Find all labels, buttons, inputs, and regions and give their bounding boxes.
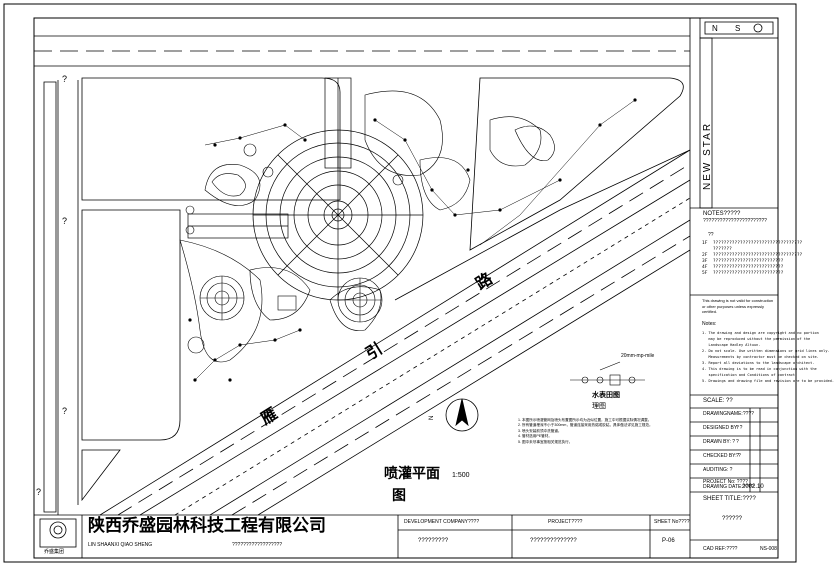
notes2-item: Landscape Hadley Altuun. bbox=[702, 343, 761, 347]
notes-item: 3F ?????????????????????????? bbox=[702, 259, 784, 264]
development-label: DEVELOPMENT COMPANY???? bbox=[404, 519, 480, 525]
notes-item: 2F ????????????????????????????????? bbox=[702, 253, 803, 258]
row-value-designed: ? bbox=[736, 425, 739, 431]
row-label-checked: CHECKED BY: ? bbox=[703, 453, 741, 459]
legend-box bbox=[277, 295, 297, 311]
sheet-title-value: ?????? bbox=[722, 516, 743, 522]
logo-text: NEW STAR bbox=[702, 122, 713, 190]
outer-frame bbox=[3, 3, 797, 563]
project-value: ?????????????? bbox=[530, 538, 577, 544]
svg-text:?: ? bbox=[62, 74, 67, 84]
legend-note: 4. 管材选用PE管材。 bbox=[518, 434, 552, 439]
detail-tag: 20mm-mp-mile bbox=[621, 353, 655, 359]
legend-note: 2. 所有管道埋深不小于300mm，管道连接采用热熔或胶粘，具体做法详见施工规范… bbox=[518, 423, 653, 428]
company-name-en2: ?????????????????? bbox=[232, 542, 283, 548]
notes2-list: 1. The drawing and design are copyright … bbox=[702, 330, 834, 384]
legend-notes: 1. 本图所示喷灌管网及喷头布置图所示均为近似位置，施工中可根据实际情况调整。 … bbox=[518, 418, 688, 445]
logo-caption: 乔盛集团 bbox=[44, 549, 65, 555]
company-seal bbox=[39, 518, 77, 548]
notes-header: NOTES????? bbox=[703, 211, 741, 217]
ns-logo-mark: N S bbox=[704, 21, 774, 35]
company-name-cn: 陕西乔盛园林科技工程有限公司 bbox=[88, 516, 326, 536]
cad-ref-value: NS-008 bbox=[760, 546, 777, 552]
planting-beds bbox=[179, 90, 555, 363]
notes-item: 4F ?????????????????????????? bbox=[702, 265, 784, 270]
validity-statement: This drawing is not valid for constructi… bbox=[702, 298, 774, 314]
cad-ref: CAD REF:???? bbox=[703, 546, 738, 552]
detail-title: 水表田图 bbox=[592, 392, 620, 399]
notes2-header: Notes: bbox=[702, 321, 717, 327]
svg-text:?: ? bbox=[62, 406, 67, 416]
notes-subline: ??????????????????????? bbox=[703, 218, 767, 224]
svg-text:N: N bbox=[712, 24, 718, 33]
plan-scale: 1:500 bbox=[452, 472, 470, 479]
road-name-char-2: 引 bbox=[363, 340, 386, 364]
notes2-item: 5. Drawings and drawing file and revisio… bbox=[702, 379, 834, 383]
tree-symbols bbox=[185, 143, 404, 354]
notes-item: ??????? bbox=[702, 247, 732, 252]
svg-text:N: N bbox=[429, 416, 435, 420]
notes2-item: 3. Report all deviations to the landscap… bbox=[702, 361, 815, 365]
notes-item: 5F ?????????????????????????? bbox=[702, 271, 784, 276]
row-label-date: DRAWING DATE:???? bbox=[703, 484, 754, 490]
notes-list: 1F ????????????????????????????????? ???… bbox=[702, 241, 803, 277]
irrigation-pipes bbox=[194, 99, 636, 381]
bottom-bar bbox=[34, 514, 690, 558]
notes2-item: 2. Do not scale. Use written dimensions … bbox=[702, 349, 830, 353]
row-label-designed: DESIGNED BY: ? bbox=[703, 425, 743, 431]
development-value: ????????? bbox=[418, 538, 449, 544]
notes2-item: specification and Conditions of contract… bbox=[702, 373, 798, 377]
north-arrow: N bbox=[429, 398, 479, 432]
row-value-drawn: ? bbox=[736, 439, 739, 445]
sheet-title-label: SHEET TITLE:???? bbox=[703, 496, 756, 502]
notes-item: 1F ????????????????????????????????? bbox=[702, 241, 803, 246]
company-name-en: LIN SHAANXI QIAO SHENG bbox=[88, 542, 153, 548]
title-block bbox=[689, 17, 779, 559]
svg-text:S: S bbox=[735, 24, 740, 33]
sheet-value: P-06 bbox=[662, 538, 675, 544]
scale-row: SCALE: ?? bbox=[703, 398, 733, 404]
legend-note: 5. 图中未尽事宜按相关规范执行。 bbox=[518, 439, 573, 444]
detail-subtitle: 理图 bbox=[592, 403, 606, 410]
sheet-label: SHEET No???? bbox=[654, 519, 690, 525]
sprinkler-heads bbox=[188, 98, 637, 382]
row-label-auditing: AUDITING: ? bbox=[703, 467, 733, 473]
cad-drawing-sheet: ? ? ? ? 雁 引 路 N bbox=[3, 3, 797, 563]
row-label-drawingname: DRAWINGNAME:???? bbox=[703, 411, 754, 417]
road-name-char-1: 雁 bbox=[258, 405, 281, 429]
legend-note: 3. 喷头安装前须冲洗管道。 bbox=[518, 428, 562, 433]
notes2-item: Measurements by contractor must be check… bbox=[702, 355, 819, 359]
central-plaza bbox=[187, 77, 424, 301]
row-value-checked: ? bbox=[736, 453, 739, 459]
svg-text:?: ? bbox=[62, 216, 67, 226]
notes2-item: 1. The drawing and design are copyright … bbox=[702, 331, 819, 335]
notes-item-marker: ?? bbox=[708, 232, 714, 238]
legend-note: 1. 本图所示喷灌管网及喷头布置图所示均为近似位置，施工中可根据实际情况调整。 bbox=[518, 418, 652, 422]
notes2-item: may be reproduced without the permission… bbox=[702, 337, 811, 341]
row-value-date: 2002.10 bbox=[742, 484, 764, 490]
svg-text:?: ? bbox=[36, 487, 41, 497]
road-network bbox=[34, 35, 691, 516]
plan-title: 喷灌平面 bbox=[384, 465, 440, 481]
plan-title-suffix: 图 bbox=[392, 487, 406, 503]
row-label-project: PROJECT No: ???? bbox=[703, 479, 748, 485]
row-label-drawn: DRAWN BY: ? bbox=[703, 439, 736, 445]
road-marks: ? ? ? ? bbox=[36, 74, 67, 497]
project-label: PROJECT???? bbox=[548, 519, 583, 525]
notes2-item: 4. This drawing is to be read in conjunc… bbox=[702, 367, 817, 371]
valve-detail bbox=[570, 361, 645, 386]
